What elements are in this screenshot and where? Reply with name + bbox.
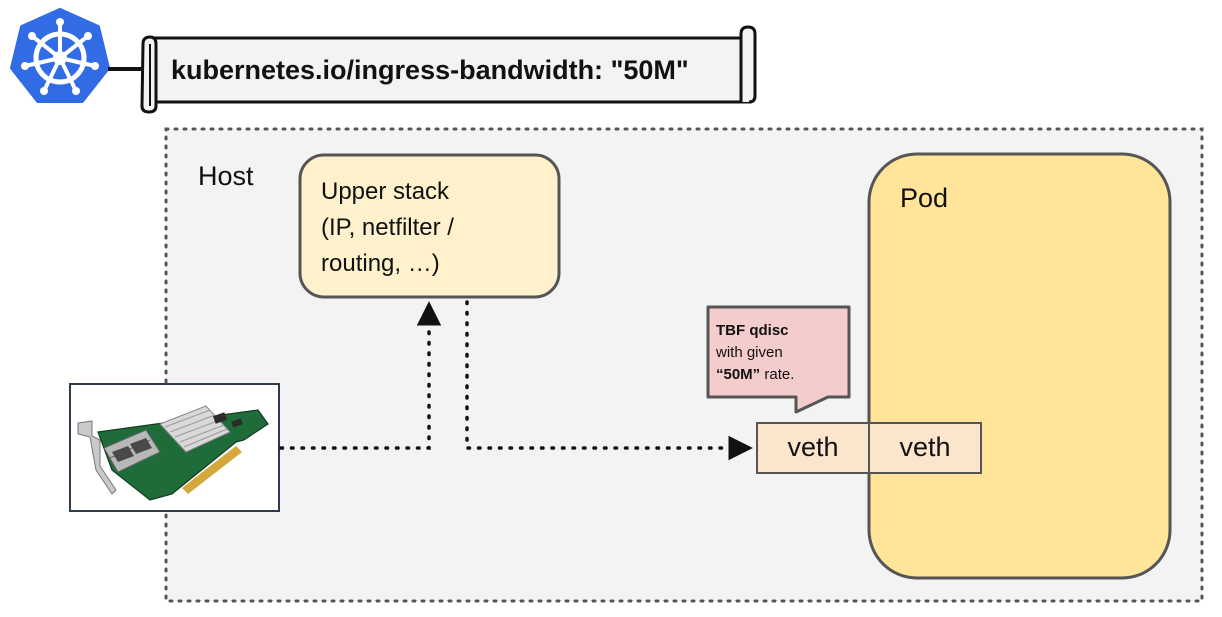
veth-host-box [756,422,870,474]
annotation-scroll [140,25,757,114]
upper-stack-line-2: (IP, netfilter / [321,214,454,241]
network-card-icon [77,405,269,501]
annotation-value: "50M" [610,55,689,85]
annotation-key: kubernetes.io/ingress-bandwidth: [171,55,604,85]
pod-label: Pod [900,183,949,213]
ingress-path-to-veth [465,300,753,461]
tbf-callout-text: TBF qdisc with given “50M” rate. [716,320,846,386]
upper-stack-box [298,153,561,299]
upper-stack-label: Upper stack (IP, netfilter / routing, …) [321,174,551,282]
host-label: Host [198,161,254,191]
tbf-rate-value: “50M” [716,366,761,383]
tbf-title: TBF qdisc [716,322,789,339]
upper-stack-line-1: Upper stack [321,178,450,205]
veth-pod-label: veth [899,432,951,462]
tbf-rate-line: “50M” rate. [716,364,846,386]
kubernetes-icon [10,8,110,103]
ingress-path-up [279,301,442,450]
upper-stack-line-3: routing, …) [321,250,440,277]
veth-pod-box [868,422,982,474]
tbf-rate-suffix: rate. [760,366,795,383]
tbf-callout-box [706,305,851,414]
veth-host-label: veth [787,432,839,462]
pod-box [867,152,1172,580]
tbf-line-2: with given [716,344,783,361]
bandwidth-annotation: kubernetes.io/ingress-bandwidth: "50M" [171,53,731,87]
